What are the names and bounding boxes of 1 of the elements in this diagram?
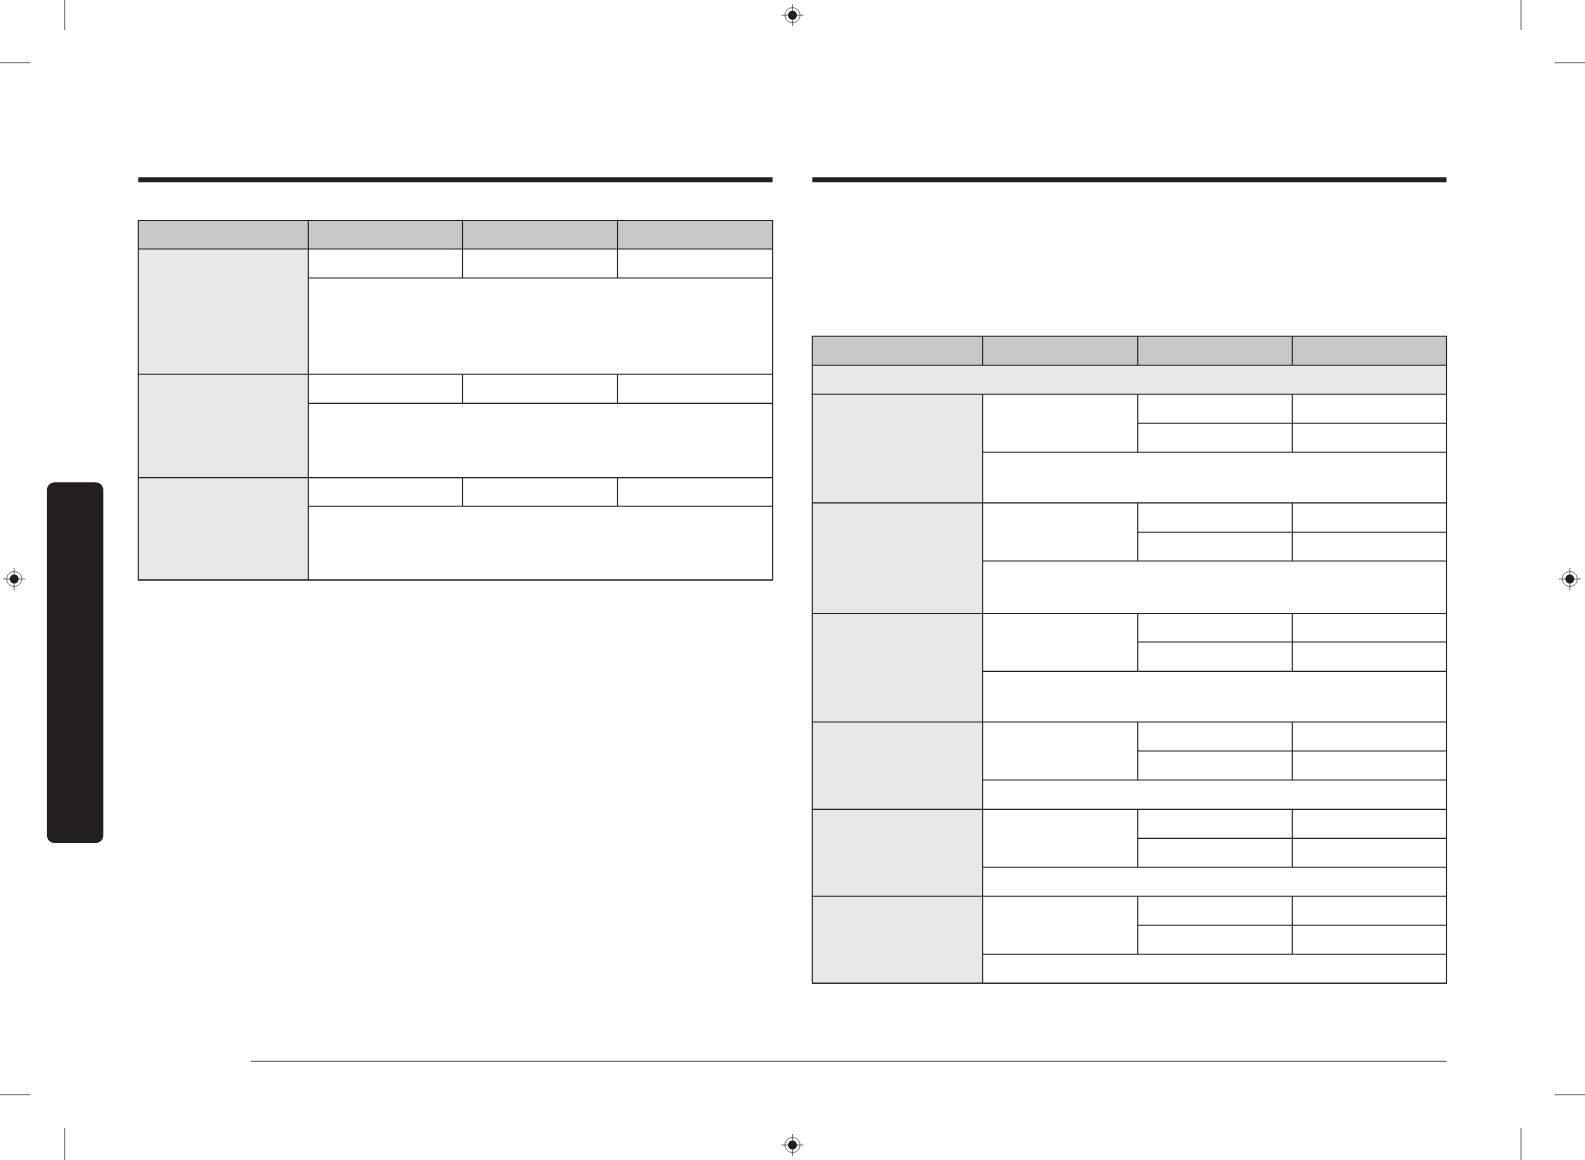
side-tab <box>46 482 104 844</box>
